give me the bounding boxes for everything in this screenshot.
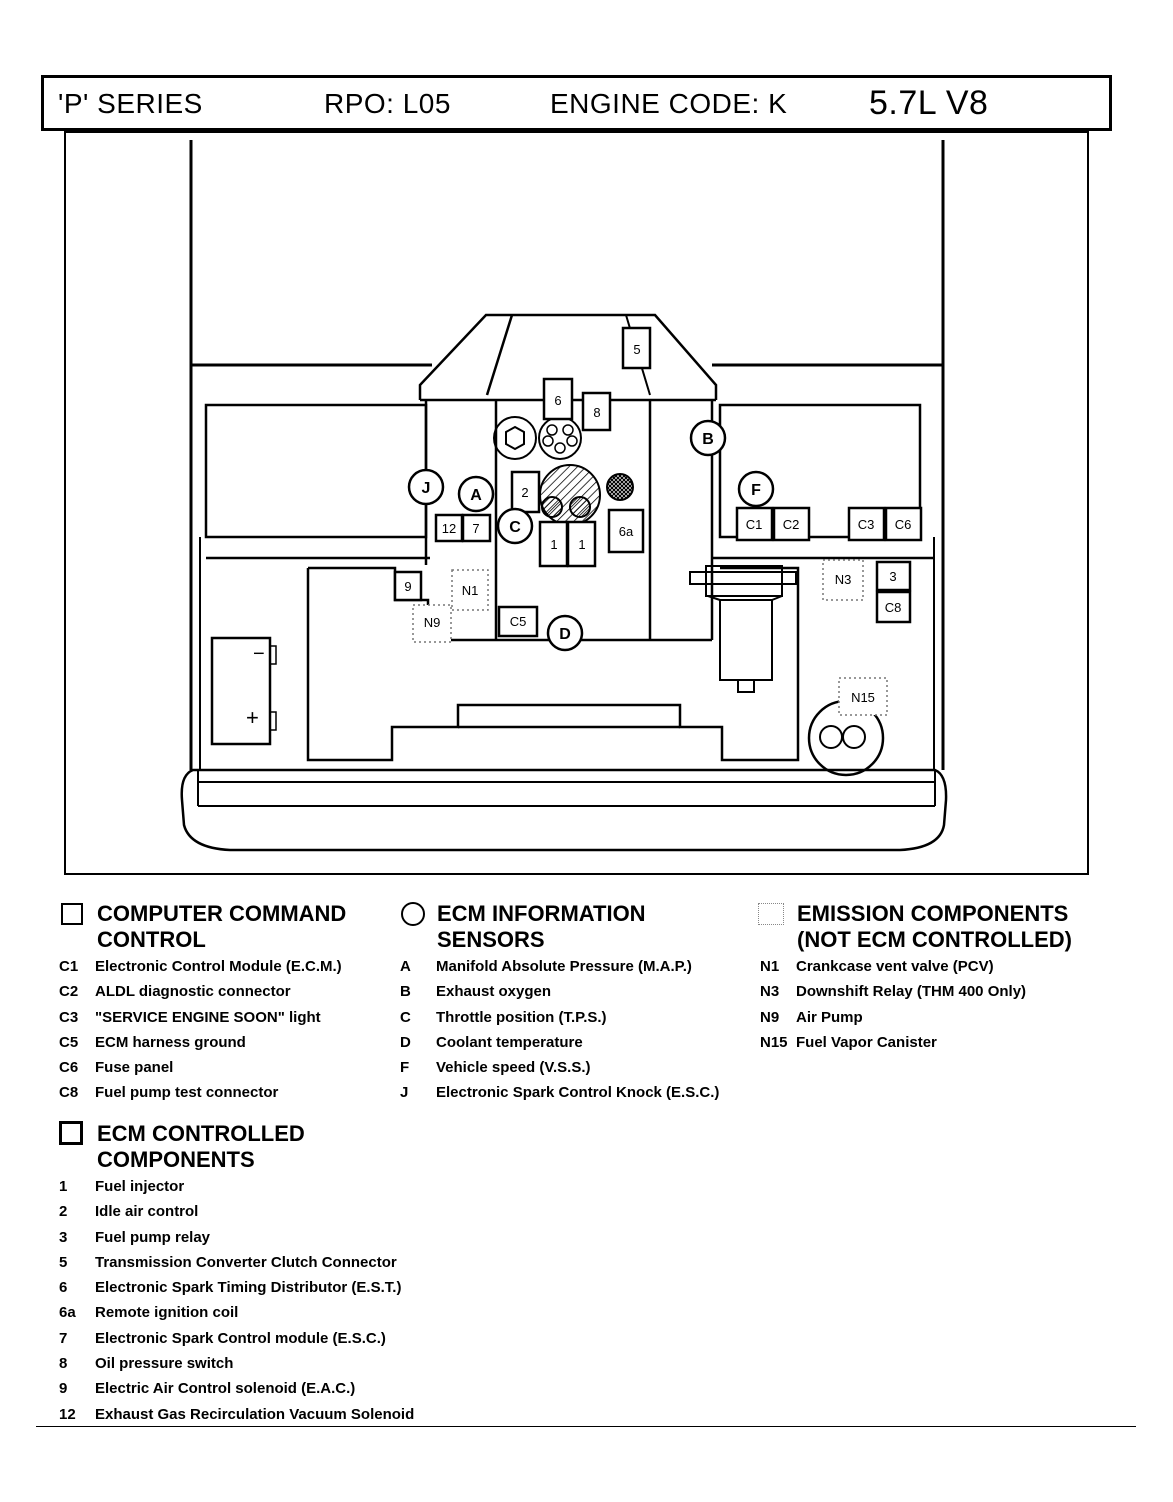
label-6: 6 xyxy=(554,393,561,408)
label-f: F xyxy=(751,482,761,499)
list-item: C3"SERVICE ENGINE SOON" light xyxy=(59,1008,321,1026)
sensor-circles xyxy=(407,419,775,652)
label-a: A xyxy=(470,487,482,504)
label-n9: N9 xyxy=(424,615,441,630)
label-c6: C6 xyxy=(895,517,912,532)
label-1b: 1 xyxy=(578,537,585,552)
label-c3: C3 xyxy=(858,517,875,532)
label-n3: N3 xyxy=(835,572,852,587)
label-n15: N15 xyxy=(851,690,875,705)
sensor-label-group: J A C B F D xyxy=(422,431,762,643)
transmission-housing xyxy=(689,565,797,693)
label-12: 12 xyxy=(442,521,456,536)
engine-compartment-diagram: − + xyxy=(64,131,1089,875)
rpo-label: RPO: L05 xyxy=(324,88,451,119)
label-c5: C5 xyxy=(510,614,527,629)
throttle-bore xyxy=(569,496,591,518)
label-6a: 6a xyxy=(619,524,634,539)
label-7: 7 xyxy=(472,521,479,536)
battery xyxy=(210,636,277,746)
label-c1: C1 xyxy=(746,517,763,532)
label-8: 8 xyxy=(593,405,600,420)
label-n1: N1 xyxy=(462,583,479,598)
emission-boxes xyxy=(412,559,888,716)
label-2: 2 xyxy=(521,485,528,500)
legend-controlled-title: ECM CONTROLLED COMPONENTS xyxy=(97,1121,305,1172)
diagram-label-group: 5 6 8 2 1 1 6a 12 7 9 3 C1 C2 C3 C6 C5 C… xyxy=(404,342,911,705)
battery-negative: − xyxy=(253,643,265,665)
legend-emission-title: EMISSION COMPONENTS (NOT ECM CONTROLLED) xyxy=(797,901,1072,952)
diagram-frame xyxy=(64,131,1089,875)
label-c8: C8 xyxy=(885,600,902,615)
series-label: 'P' SERIES xyxy=(58,88,203,119)
label-c: C xyxy=(509,519,521,536)
legend-sensors-title: ECM INFORMATION SENSORS xyxy=(437,901,646,952)
label-d: D xyxy=(559,626,571,643)
dotted-square-symbol xyxy=(758,903,784,925)
vehicle-body xyxy=(180,140,948,852)
label-j: J xyxy=(422,480,431,497)
canister-port xyxy=(842,725,866,749)
bottom-divider xyxy=(36,1426,1136,1427)
distributor-hex xyxy=(505,425,525,451)
canister-port xyxy=(819,725,843,749)
battery-positive: + xyxy=(246,705,259,730)
distributor-terminal-dots xyxy=(542,424,578,454)
distributor-cap xyxy=(493,416,537,460)
label-c2: C2 xyxy=(783,517,800,532)
square-symbol xyxy=(61,903,83,925)
label-5: 5 xyxy=(633,342,640,357)
label-3: 3 xyxy=(889,569,896,584)
circle-symbol xyxy=(401,902,425,926)
heavy-square-symbol xyxy=(59,1121,83,1145)
component-boxes xyxy=(393,326,923,638)
label-1a: 1 xyxy=(550,537,557,552)
label-9: 9 xyxy=(404,579,411,594)
engine-code-label: ENGINE CODE: K xyxy=(550,88,788,119)
label-b: B xyxy=(702,431,714,448)
header-bar: 'P' SERIES RPO: L05 ENGINE CODE: K 5.7L … xyxy=(41,75,1112,131)
engine-label: 5.7L V8 xyxy=(869,84,989,122)
oil-filler xyxy=(606,473,634,501)
legend-ccc-title: COMPUTER COMMAND CONTROL xyxy=(97,901,347,952)
throttle-bore xyxy=(541,496,563,518)
